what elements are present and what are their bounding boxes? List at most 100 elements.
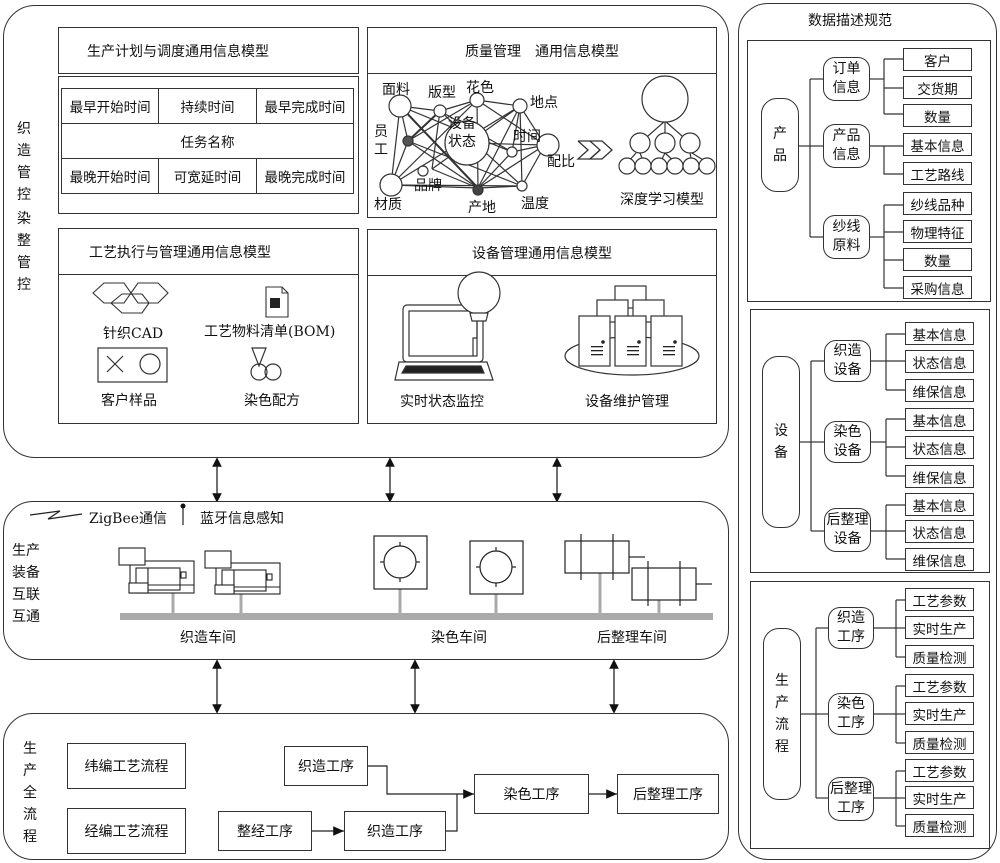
weaving-equipment-node[interactable]: 织造设备 [824,340,871,382]
weaving-step-bottom-box[interactable]: 织造工序 [344,811,446,851]
dyeing-step-box[interactable]: 染色工序 [474,774,589,814]
leaf-yarn-variety[interactable]: 纱线品种 [903,192,972,215]
node-label-pattern: 版型 [428,85,456,101]
dyeing-recipe-icon [250,347,282,381]
equipment-root-label: 设备 [774,423,788,461]
node-label-fabric: 面料 [382,82,410,98]
customer-sample-icon [97,347,168,383]
leaf-dyeing-status-info[interactable]: 状态信息 [905,436,974,459]
weaving-process-node[interactable]: 织造工序 [828,607,874,649]
production-flow-side-label: 生产全流程 [23,741,37,845]
realtime-monitoring-label: 实时状态监控 [400,394,484,410]
weaving-workshop-label: 织造车间 [180,630,236,646]
yarn-material-label: 纱线原料 [832,219,861,254]
realtime-monitor-laptop-icon [394,271,501,381]
equipment-maintenance-label: 设备维护管理 [585,394,669,410]
node-color [469,92,485,108]
leaf-yarn-quantity[interactable]: 数量 [903,248,972,271]
finishing-equipment-node[interactable]: 后整理设备 [824,508,871,552]
planning-model-title: 生产计划与调度通用信息模型 [87,43,269,60]
bluetooth-label: 蓝牙信息感知 [200,511,284,527]
planning-model-title-box: 生产计划与调度通用信息模型 [58,27,359,74]
finishing-process-node[interactable]: 后整理工序 [828,777,874,821]
product-root[interactable]: 产品 [761,98,799,192]
interconnect-side-label: 生产装备互联互通 [12,543,40,625]
warping-step-box[interactable]: 整经工序 [218,811,312,851]
leaf-purchase-info[interactable]: 采购信息 [903,276,972,299]
node-temperature [516,180,528,192]
equipment-root[interactable]: 设备 [762,356,800,528]
dyeing-machine-icon-1 [373,535,428,590]
double-chevron-icon [576,140,613,160]
leaf-dyeing-quality-inspection[interactable]: 质量检测 [905,731,974,754]
product-info-node[interactable]: 产品信息 [823,124,870,168]
leaf-delivery-date[interactable]: 交货期 [903,76,972,99]
weaving-step-top-label: 织造工序 [298,759,354,775]
leaf-finishing-process-params[interactable]: 工艺参数 [905,759,974,782]
leaf-weaving-process-params[interactable]: 工艺参数 [905,588,974,611]
node-brand [417,165,429,177]
leaf-weaving-basic-info[interactable]: 基本信息 [905,322,974,345]
knitting-machine-icon-1 [118,547,195,594]
production-process-root[interactable]: 生产流程 [763,628,801,800]
deep-learning-model-label: 深度学习模型 [620,192,704,208]
dyeing-control-label: 染整管控 [17,211,31,293]
node-location [512,98,528,114]
leaf-finishing-status-info[interactable]: 状态信息 [905,520,974,543]
latest-finish-cell: 最晚完成时间 [255,158,355,194]
schedule-table: 最早开始时间 持续时间 最早完成时间 任务名称 最晚开始时间 可宽延时间 最晚完… [60,88,355,194]
node-label-staff: 员工 [374,124,388,158]
warp-knitting-flow-box[interactable]: 经编工艺流程 [67,808,186,854]
finishing-workshop-label: 后整理车间 [597,630,667,646]
leaf-process-route[interactable]: 工艺路线 [903,162,972,185]
warp-knitting-flow-label: 经编工艺流程 [84,824,169,840]
process-model-title-box: 工艺执行与管理通用信息模型 [58,228,359,275]
leaf-finishing-maintenance-info[interactable]: 维保信息 [905,548,974,571]
dyeing-equipment-node[interactable]: 染色设备 [824,421,871,463]
leaf-weaving-realtime-production[interactable]: 实时生产 [905,616,974,639]
leaf-product-basic-info[interactable]: 基本信息 [903,133,972,156]
yarn-material-node[interactable]: 纱线原料 [823,215,870,259]
order-info-node[interactable]: 订单信息 [823,57,870,101]
leaf-weaving-quality-inspection[interactable]: 质量检测 [905,645,974,668]
weaving-step-top-box[interactable]: 织造工序 [284,746,368,786]
weft-knitting-flow-box[interactable]: 纬编工艺流程 [67,743,186,789]
leaf-physical-properties[interactable]: 物理特征 [903,220,972,243]
weaving-process-label: 织造工序 [837,610,865,645]
quality-model-title-box: 质量管理 通用信息模型 [367,27,717,74]
leaf-dyeing-maintenance-info[interactable]: 维保信息 [905,465,974,488]
dyeing-step-label: 染色工序 [503,787,560,803]
flow-weaving-top-to-dyeing [368,765,474,799]
equipment-interconnect-panel [3,501,729,660]
leaf-weaving-maintenance-info[interactable]: 维保信息 [905,379,974,402]
leaf-dyeing-process-params[interactable]: 工艺参数 [905,674,974,697]
leaf-dyeing-realtime-production[interactable]: 实时生产 [905,702,974,725]
node-label-location: 地点 [530,95,558,111]
data-spec-title: 数据描述规范 [808,13,892,29]
node-time [506,146,518,158]
node-material [379,173,403,197]
quality-model-title: 质量管理 通用信息模型 [465,43,619,60]
dyeing-process-node[interactable]: 染色工序 [828,693,874,735]
duration-cell: 持续时间 [158,88,257,124]
production-process-root-label: 生产流程 [775,673,789,755]
node-fabric [388,94,412,118]
leaf-finishing-quality-inspection[interactable]: 质量检测 [905,814,974,837]
finishing-machine-icon-2 [631,561,712,606]
slack-cell: 可宽延时间 [158,158,257,194]
node-ratio [536,133,560,157]
dyeing-recipe-label: 染色配方 [244,393,300,409]
process-model-title: 工艺执行与管理通用信息模型 [89,244,271,261]
leaf-customer[interactable]: 客户 [903,48,972,71]
leaf-order-quantity[interactable]: 数量 [903,104,972,127]
leaf-weaving-status-info[interactable]: 状态信息 [905,350,974,373]
leaf-finishing-realtime-production[interactable]: 实时生产 [905,786,974,809]
leaf-finishing-basic-info[interactable]: 基本信息 [905,493,974,516]
leaf-dyeing-basic-info[interactable]: 基本信息 [905,408,974,431]
finishing-step-box[interactable]: 后整理工序 [617,774,719,814]
